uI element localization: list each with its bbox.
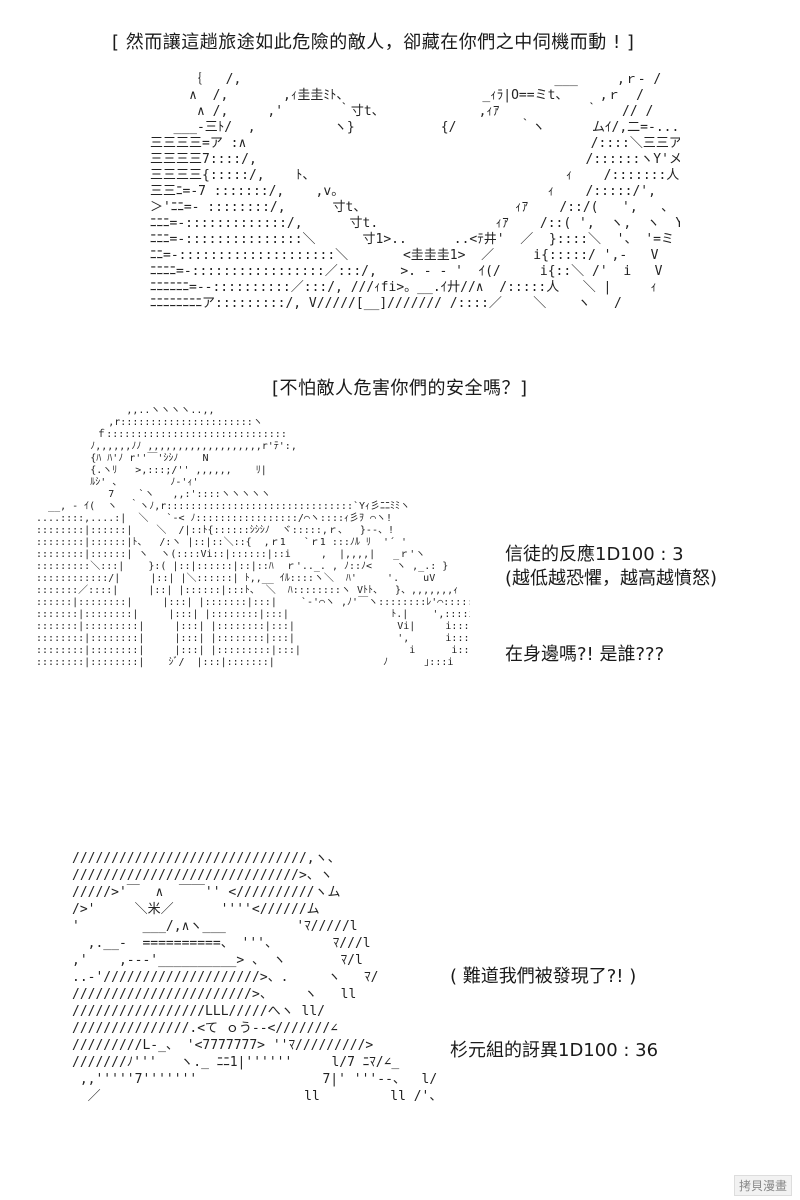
ascii-art-hands-and-enemy: ｛ /, ___ ,ｒ‐ / ∧ /, ,ｨ圭圭ﾐﾄ、 _ｨﾗ|O==ミt、 ,… [150, 72, 680, 311]
middle-caption: [不怕敵人危害你們的安全嗎？] [272, 378, 528, 399]
watermark-badge: 拷貝漫畫 [733, 1175, 792, 1196]
believer-dice-roll: 信徒的反應1D100 : 3 [505, 544, 684, 565]
nearby-question: 在身邊嗎?! 是誰??? [505, 644, 665, 665]
discovered-text: ( 難道我們被發現了?! ) [450, 966, 637, 987]
ascii-art-believer-and-girl: ,,..ヽヽヽヽ..,, ,r::::::::::::::::::::::ヽ ｆ… [36, 405, 470, 668]
ascii-art-soldier-face: //////////////////////////////,ヽ、 //////… [72, 851, 442, 1104]
top-caption: [ 然而讓這趟旅途如此危險的敵人，卻藏在你們之中伺機而動 ! ] [112, 32, 635, 53]
sugimoto-dice-roll: 杉元組的訝異1D100 : 36 [450, 1040, 659, 1061]
believer-dice-note: (越低越恐懼，越高越憤怒) [505, 568, 718, 589]
